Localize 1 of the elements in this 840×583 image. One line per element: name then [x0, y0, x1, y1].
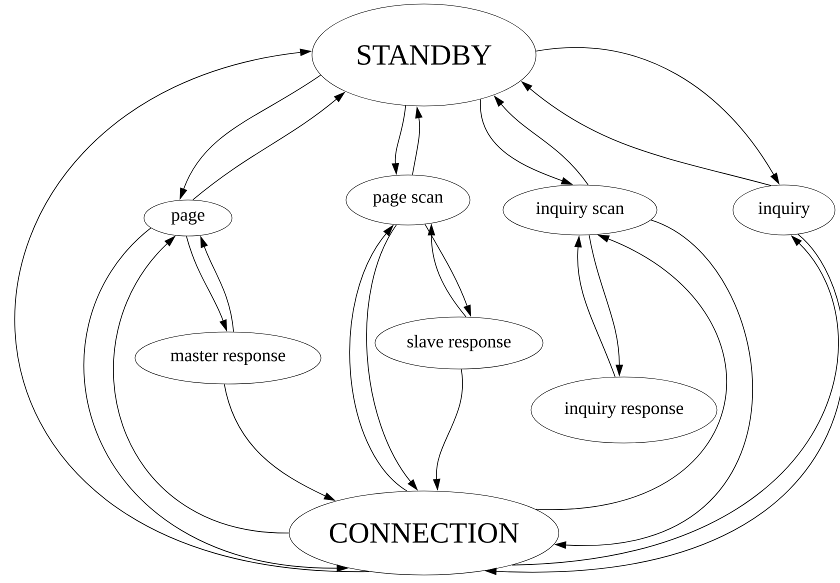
arrow [535, 234, 727, 510]
